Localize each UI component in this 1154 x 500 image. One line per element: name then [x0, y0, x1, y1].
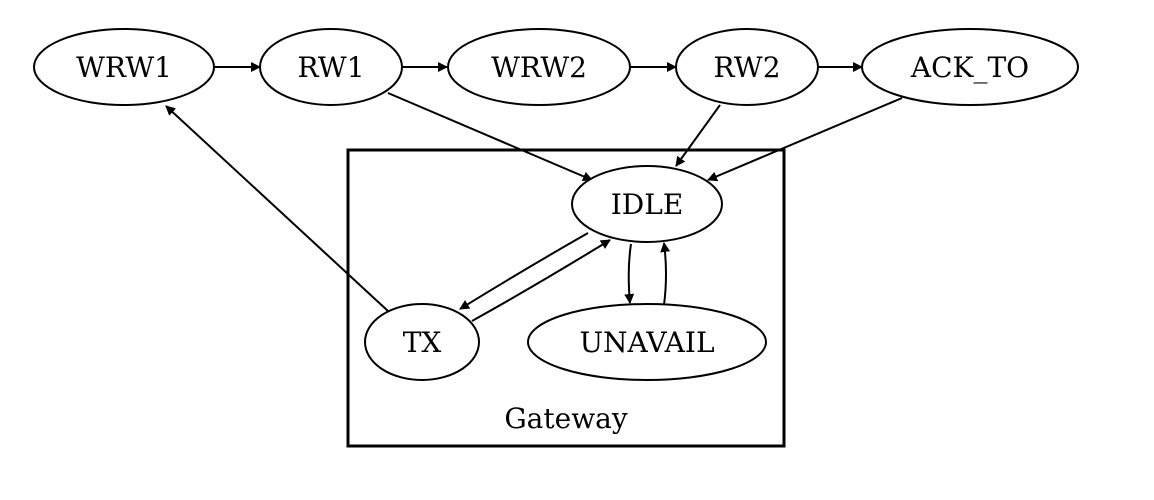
- node-ack-to: ACK_TO: [861, 28, 1079, 106]
- node-unavail-shape: [527, 303, 767, 381]
- node-idle: IDLE: [571, 165, 723, 243]
- node-idle-label: IDLE: [611, 188, 684, 221]
- node-rw2: RW2: [675, 28, 819, 106]
- nodes: WRW1 RW1 WRW2 RW2 ACK_TO IDLE TX UNAVAI: [33, 28, 1079, 381]
- edge-rw1-idle: [387, 92, 593, 182]
- node-wrw2: WRW2: [447, 28, 631, 106]
- node-ack-to-label: ACK_TO: [910, 51, 1029, 84]
- cluster-gateway: Gateway: [346, 148, 786, 448]
- node-rw2-shape: [675, 28, 819, 106]
- edge-unavail-idle: [660, 242, 671, 306]
- node-rw1: RW1: [259, 28, 403, 106]
- node-tx-label: TX: [403, 326, 442, 359]
- node-rw1-shape: [259, 28, 403, 106]
- node-rw2-label: RW2: [713, 51, 780, 84]
- node-wrw1-label: WRW1: [76, 51, 172, 84]
- edge-tx-wrw1: [165, 105, 389, 312]
- node-unavail: UNAVAIL: [527, 303, 767, 381]
- node-wrw1: WRW1: [33, 28, 215, 106]
- edge-ack-to-idle: [707, 97, 903, 182]
- node-idle-shape: [571, 165, 723, 243]
- node-unavail-label: UNAVAIL: [579, 326, 714, 359]
- cluster-gateway-box: [346, 148, 786, 448]
- edge-tx-idle: [471, 239, 611, 322]
- edges: [165, 62, 903, 322]
- node-ack-to-shape: [861, 28, 1079, 106]
- node-wrw1-shape: [33, 28, 215, 106]
- node-wrw2-shape: [447, 28, 631, 106]
- node-tx: TX: [364, 303, 480, 381]
- cluster-gateway-label: Gateway: [504, 402, 628, 435]
- edge-idle-unavail: [624, 243, 635, 304]
- edge-rw2-idle: [675, 104, 721, 167]
- node-rw1-label: RW1: [297, 51, 364, 84]
- edge-idle-tx: [459, 232, 589, 310]
- node-wrw2-label: WRW2: [491, 51, 587, 84]
- node-tx-shape: [364, 303, 480, 381]
